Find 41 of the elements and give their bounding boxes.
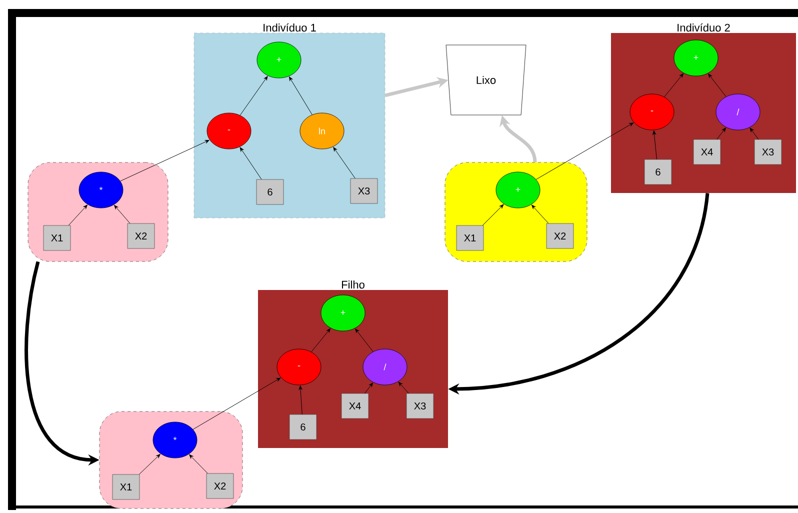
terminal-box: X1 <box>43 225 71 251</box>
arrow <box>189 454 208 474</box>
arrow <box>532 204 549 224</box>
terminal-box: X3 <box>406 393 434 419</box>
arrow <box>364 382 373 394</box>
arrow <box>398 382 409 394</box>
terminal-box: 6 <box>289 414 317 440</box>
panel-title: Indivíduo 1 <box>264 23 316 32</box>
arrow <box>298 386 302 415</box>
arrow <box>114 205 130 224</box>
arrow <box>192 378 281 430</box>
arrow <box>708 74 726 97</box>
arrow <box>120 140 210 182</box>
arrow <box>333 147 356 179</box>
terminal-box: X4 <box>693 139 721 165</box>
arrow <box>652 130 657 160</box>
arrow <box>288 76 312 115</box>
arrow <box>664 73 684 98</box>
arrow <box>311 328 330 352</box>
terminal-box: 6 <box>644 159 672 185</box>
arrow <box>240 76 268 116</box>
arrow <box>355 328 374 352</box>
terminal-box: X2 <box>546 223 574 249</box>
arrow <box>240 147 262 180</box>
arrow <box>716 128 726 140</box>
panel-title: Indivíduo 2 <box>678 23 730 32</box>
terminal-box: X3 <box>350 178 378 204</box>
terminal-box: X4 <box>341 393 369 419</box>
terminal-box: X1 <box>112 474 140 500</box>
terminal-box: X2 <box>206 473 234 499</box>
arrow <box>536 122 634 180</box>
terminal-box: X2 <box>127 223 155 249</box>
terminal-box: 6 <box>256 179 284 205</box>
arrow <box>139 454 160 475</box>
panel-title: Filho <box>342 280 364 289</box>
terminal-box: X1 <box>456 225 484 251</box>
trash-bin: Lixo <box>446 44 526 116</box>
arrow <box>750 128 759 140</box>
arrow <box>68 204 88 226</box>
arrow <box>482 204 504 226</box>
terminal-box: X3 <box>754 139 782 165</box>
